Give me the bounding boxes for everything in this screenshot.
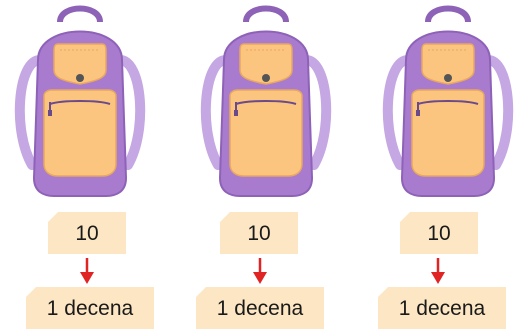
down-arrow-icon [80,258,94,284]
backpack-icon [14,5,146,197]
decena-label: 1 decena [26,287,154,329]
backpack-icon [200,5,332,197]
backpack-group: 10 1 decena [378,0,515,330]
down-arrow-icon [431,258,445,284]
backpack-icon [382,5,514,197]
decena-label: 1 decena [378,287,506,329]
decena-label: 1 decena [196,287,324,329]
backpack-group: 10 1 decena [196,0,336,330]
backpack-group: 10 1 decena [10,0,154,330]
value-tag: 10 [400,212,478,254]
value-tag: 10 [220,212,298,254]
value-tag: 10 [48,212,126,254]
down-arrow-icon [253,258,267,284]
